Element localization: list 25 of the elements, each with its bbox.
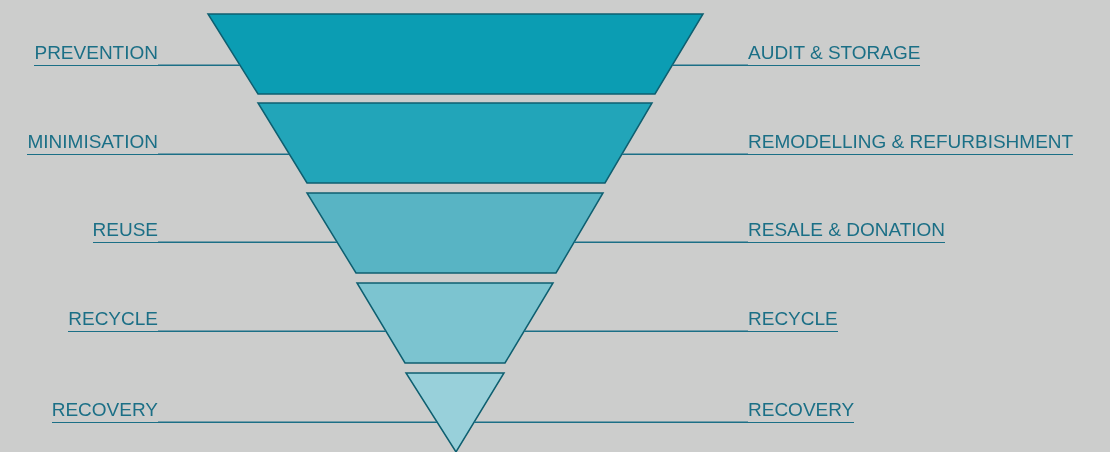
leader-line	[473, 421, 749, 423]
leader-line	[157, 153, 291, 155]
trapezoid-tier	[305, 192, 605, 274]
trapezoid-tier	[355, 282, 555, 364]
leader-line	[157, 421, 438, 423]
tier-label: RECYCLE	[68, 306, 158, 332]
tier-label: MINIMISATION	[27, 129, 158, 155]
leader-line	[157, 330, 387, 332]
leader-line	[621, 153, 749, 155]
tier-label: RECOVERY	[51, 397, 158, 423]
trapezoid-tier	[206, 13, 705, 95]
leader-line	[573, 241, 749, 243]
leader-line	[671, 64, 749, 66]
tier-label: PREVENTION	[34, 40, 158, 66]
tier-label: RECOVERY	[748, 397, 855, 423]
tier-label: RECYCLE	[748, 306, 838, 332]
leader-line	[157, 64, 241, 66]
trapezoid-tier	[256, 102, 654, 184]
tier-label: AUDIT & STORAGE	[748, 40, 921, 66]
tier-label: RESALE & DONATION	[748, 217, 946, 243]
tier-label: REMODELLING & REFURBISHMENT	[748, 129, 1074, 155]
leader-line	[523, 330, 749, 332]
tier-label: REUSE	[92, 217, 158, 243]
triangle-tier	[404, 372, 506, 452]
leader-line	[157, 241, 338, 243]
